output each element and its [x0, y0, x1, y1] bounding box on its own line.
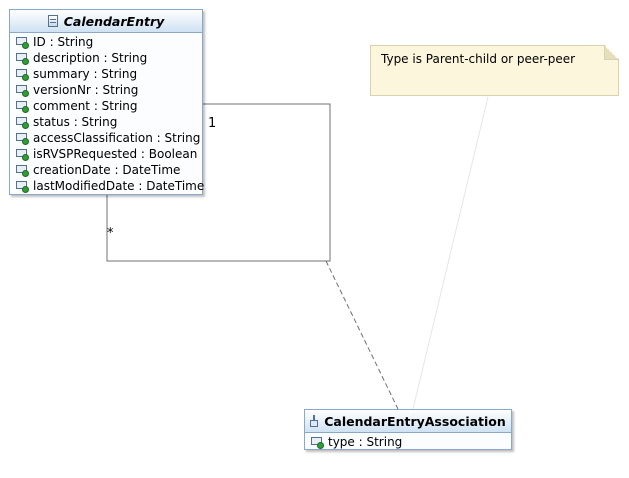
attribute-row[interactable]: versionNr : String: [10, 82, 202, 98]
attribute-icon: [16, 133, 29, 145]
attribute-icon: [16, 165, 29, 177]
class-calendar-entry-association[interactable]: CalendarEntryAssociation type : String: [304, 409, 512, 450]
attribute-row[interactable]: summary : String: [10, 66, 202, 82]
attribute-row[interactable]: accessClassification : String: [10, 130, 202, 146]
class-name: CalendarEntryAssociation: [324, 413, 506, 429]
attribute-label: type : String: [328, 435, 403, 449]
association-class-dashed-link[interactable]: [325, 260, 399, 410]
attribute-label: versionNr : String: [33, 83, 139, 97]
attribute-row[interactable]: lastModifiedDate : DateTime: [10, 178, 205, 194]
self-association-line[interactable]: [106, 103, 331, 262]
attribute-label: ID : String: [33, 35, 94, 49]
attribute-row[interactable]: description : String: [10, 50, 202, 66]
note-box[interactable]: Type is Parent-child or peer-peer: [370, 45, 619, 96]
class-calendar-entry[interactable]: CalendarEntry ID : String description : …: [9, 9, 205, 196]
class-header[interactable]: CalendarEntryAssociation: [305, 410, 511, 433]
attribute-label: creationDate : DateTime: [33, 163, 181, 177]
attribute-icon: [311, 437, 324, 449]
attribute-icon: [16, 85, 29, 97]
attribute-label: accessClassification : String: [33, 131, 201, 145]
attribute-label: lastModifiedDate : DateTime: [33, 179, 205, 193]
attribute-icon: [16, 101, 29, 113]
attribute-icon: [16, 181, 29, 193]
association-class-icon: [310, 415, 319, 427]
attribute-icon: [16, 37, 29, 49]
attribute-label: description : String: [33, 51, 148, 65]
attribute-icon: [16, 69, 29, 81]
multiplicity-source: 1: [208, 116, 217, 131]
attribute-list: type : String: [305, 433, 511, 452]
attribute-label: status : String: [33, 115, 118, 129]
attribute-row[interactable]: comment : String: [10, 98, 202, 114]
attribute-row[interactable]: status : String: [10, 114, 202, 130]
attribute-row[interactable]: type : String: [305, 434, 511, 450]
class-header[interactable]: CalendarEntry: [10, 10, 202, 33]
attribute-row[interactable]: isRVSPRequested : Boolean: [10, 146, 202, 162]
attribute-icon: [16, 53, 29, 65]
attribute-label: comment : String: [33, 99, 138, 113]
note-anchor-line[interactable]: [412, 96, 489, 410]
class-icon: [47, 15, 58, 27]
note-text: Type is Parent-child or peer-peer: [381, 52, 576, 66]
attribute-row[interactable]: creationDate : DateTime: [10, 162, 202, 178]
attribute-list: ID : String description : String summary…: [10, 33, 205, 196]
attribute-row[interactable]: ID : String: [10, 34, 202, 50]
attribute-label: summary : String: [33, 67, 138, 81]
attribute-icon: [16, 149, 29, 161]
attribute-label: isRVSPRequested : Boolean: [33, 147, 198, 161]
multiplicity-target: *: [107, 226, 114, 241]
attribute-icon: [16, 117, 29, 129]
class-name: CalendarEntry: [63, 13, 165, 29]
